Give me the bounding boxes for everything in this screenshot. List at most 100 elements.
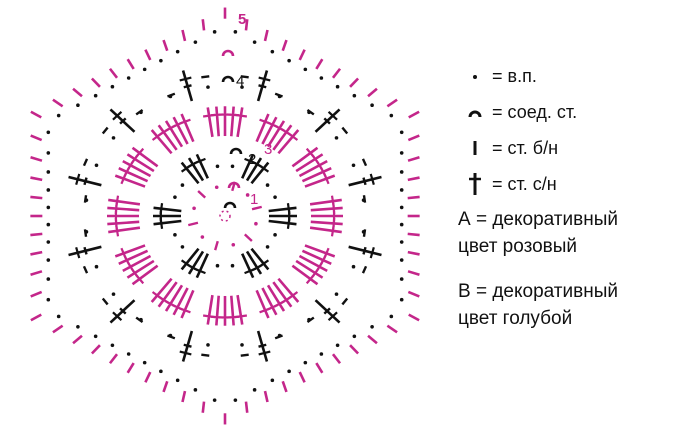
- round5-stitch: [298, 371, 306, 383]
- round-label-1: 1: [250, 191, 258, 208]
- round4-dash: [183, 343, 192, 348]
- round5-chain-dot: [93, 334, 98, 339]
- chart-stitch-marks: [30, 7, 420, 425]
- legend-note-line: цвет розовый: [458, 236, 578, 257]
- round4-dash: [258, 343, 267, 348]
- round4-dash: [306, 108, 315, 116]
- round1-stitch: [251, 205, 262, 211]
- round4-dash: [361, 158, 368, 167]
- round3-fan-stitch: [236, 294, 244, 325]
- round5-chain-dot: [399, 297, 404, 302]
- round5-stitch: [30, 313, 42, 322]
- legend-item-text: = в.п.: [492, 65, 537, 86]
- round5-stitch: [126, 58, 135, 70]
- round2-chain-dot: [265, 245, 270, 249]
- round5-stitch: [244, 401, 249, 413]
- round4-dash: [240, 353, 249, 357]
- round4-stitch-bar: [75, 247, 81, 259]
- round5-stitch: [263, 29, 269, 42]
- round3-fan-stitch-bar: [120, 247, 127, 259]
- round5-stitch: [144, 49, 152, 61]
- round4-dash: [274, 92, 283, 98]
- round5-stitch: [281, 380, 288, 393]
- round2-cluster-stitch-bar: [194, 157, 206, 165]
- round2-cluster-stitch: [180, 161, 200, 185]
- crochet-hexagon-chart: 5 4 3 2 1: [30, 7, 420, 425]
- round3-fan-stitch-bar: [259, 307, 272, 314]
- round5-chain-dot: [399, 240, 404, 244]
- round5-stitch: [407, 176, 420, 182]
- round3-fan-stitch: [301, 167, 332, 183]
- round5-chain-dot: [46, 170, 51, 174]
- round5-stitch: [386, 324, 398, 334]
- round5-stitch: [52, 98, 64, 108]
- round3-fan-stitch: [122, 159, 152, 178]
- round4-dash: [119, 307, 127, 315]
- round2-cluster-stitch: [187, 250, 205, 275]
- round3-fan-stitch: [107, 206, 140, 212]
- round4-chain-dot: [111, 136, 116, 140]
- round3-fan-stitch: [118, 167, 149, 183]
- round3-fan-stitch: [261, 116, 278, 145]
- round2-cluster-stitch: [195, 153, 209, 179]
- round5-stitch: [72, 334, 83, 345]
- round5-stitch: [30, 290, 43, 298]
- round2-chain-dot: [273, 195, 277, 199]
- round4-chain-dot: [240, 85, 244, 89]
- round2-cluster-stitch: [250, 161, 270, 185]
- round5-stitch: [386, 98, 398, 108]
- round4-dash: [167, 92, 176, 98]
- legend-item-single-crochet: = ст. б/н: [458, 130, 688, 166]
- round3-fan-stitch: [291, 264, 319, 286]
- slip-stitch-arc-icon: [458, 104, 492, 120]
- round5-chain-dot: [212, 30, 217, 34]
- round3-fan-stitch: [291, 146, 319, 168]
- round2-cluster-stitch-bar: [159, 203, 164, 215]
- round5-stitch: [30, 155, 43, 162]
- slip-stitch-arc: [229, 147, 243, 155]
- round5-chain-dot: [399, 222, 404, 227]
- round3-fan-stitch: [309, 226, 342, 234]
- legend-item-text: = ст. б/н: [492, 137, 559, 158]
- legend-note-color-a: А = декоративный цвет розовый: [458, 206, 688, 260]
- round5-chain-dot: [389, 314, 394, 319]
- round3-fan-stitch: [206, 107, 214, 138]
- round4-dash: [201, 75, 210, 79]
- round3-fan-stitch: [298, 159, 328, 178]
- round5-chain-dot: [287, 58, 291, 63]
- round5-chain-dot: [352, 334, 357, 339]
- round3-fan-stitch: [131, 264, 159, 286]
- round5-stitch: [407, 155, 420, 162]
- legend-note-line: В = декоративный: [458, 281, 618, 302]
- round4-chain-dot: [334, 292, 339, 296]
- round2-chain-dot: [230, 164, 235, 169]
- round4-stitch-bar: [258, 76, 271, 82]
- round1-stitch: [188, 221, 199, 227]
- round5-stitch: [90, 77, 101, 88]
- round4-dash: [167, 334, 176, 340]
- round1-chain-dot: [200, 235, 205, 239]
- round5-chain-dot: [212, 398, 217, 402]
- round4-chain-dot: [334, 136, 339, 140]
- round5-chain-dot: [126, 76, 131, 80]
- round5-stitch: [30, 232, 43, 237]
- round5-chain-dot: [319, 352, 324, 356]
- round3-fan-stitch: [180, 289, 195, 319]
- round5-stitch: [315, 362, 324, 374]
- round3-fan-stitch: [298, 254, 328, 273]
- round1-chain-dot: [214, 185, 219, 190]
- round5-stitch: [30, 134, 43, 142]
- round5-chain-dot: [46, 258, 51, 262]
- round5-stitch: [331, 353, 342, 365]
- round4-dash: [83, 195, 88, 203]
- round3-fan-stitch: [272, 124, 293, 151]
- round3-fan-stitch: [277, 277, 300, 303]
- round3-fan-stitch: [261, 287, 278, 316]
- round5-stitch: [181, 29, 187, 42]
- round1-stitch: [243, 233, 253, 242]
- round5-chain-dot: [335, 343, 340, 348]
- round5-stitch: [30, 176, 43, 182]
- double-crochet-cross-icon: [458, 171, 492, 197]
- round3-fan-stitch: [157, 124, 178, 151]
- round3-fan-stitch: [295, 259, 324, 279]
